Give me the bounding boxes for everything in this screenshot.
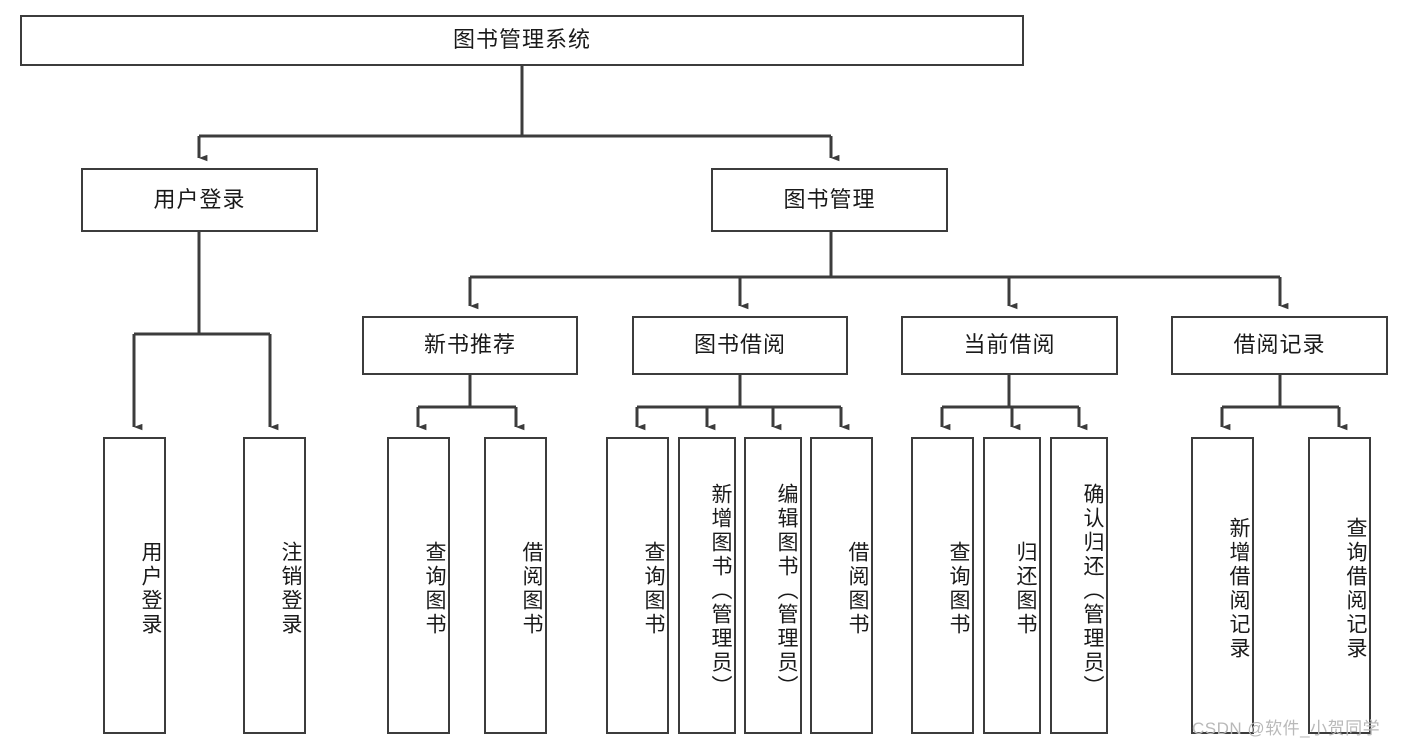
leaf-add-book-admin[interactable]: 新增图书（管理员） <box>678 437 736 734</box>
leaf-logout[interactable]: 注销登录 <box>243 437 306 734</box>
leaf-user-login[interactable]: 用户登录 <box>103 437 166 734</box>
leaf-add-borrow-record[interactable]: 新增借阅记录 <box>1191 437 1254 734</box>
leaf-edit-book-admin[interactable]: 编辑图书（管理员） <box>744 437 802 734</box>
node-current-borrow[interactable]: 当前借阅 <box>901 316 1118 375</box>
node-borrow-record[interactable]: 借阅记录 <box>1171 316 1388 375</box>
leaf-query-book-recommend[interactable]: 查询图书 <box>387 437 450 734</box>
node-new-book-recommend[interactable]: 新书推荐 <box>362 316 578 375</box>
leaf-return-book[interactable]: 归还图书 <box>983 437 1041 734</box>
csdn-watermark: CSDN @软件_小贺同学 <box>1192 719 1381 738</box>
leaf-borrow-book[interactable]: 借阅图书 <box>810 437 873 734</box>
node-book-management[interactable]: 图书管理 <box>711 168 948 232</box>
node-root-system[interactable]: 图书管理系统 <box>20 15 1024 66</box>
node-user-login[interactable]: 用户登录 <box>81 168 318 232</box>
node-book-borrow[interactable]: 图书借阅 <box>632 316 848 375</box>
leaf-query-book-current[interactable]: 查询图书 <box>911 437 974 734</box>
leaf-borrow-book-recommend[interactable]: 借阅图书 <box>484 437 547 734</box>
leaf-query-book-borrow[interactable]: 查询图书 <box>606 437 669 734</box>
leaf-confirm-return-admin[interactable]: 确认归还（管理员） <box>1050 437 1108 734</box>
leaf-query-borrow-record[interactable]: 查询借阅记录 <box>1308 437 1371 734</box>
